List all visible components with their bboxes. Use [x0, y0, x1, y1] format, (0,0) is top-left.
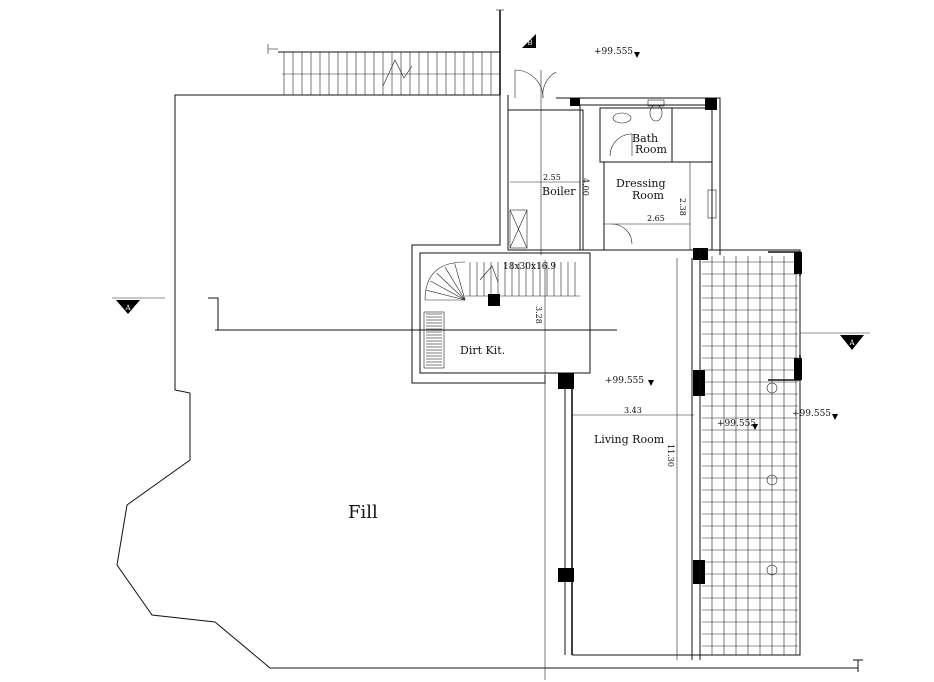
section-marker-right: A [800, 332, 870, 350]
doors [514, 69, 633, 245]
section-right-label: A [848, 339, 855, 347]
dim-dressing-height: 2.38 [678, 198, 687, 216]
terrace [699, 249, 802, 656]
dimension-labels: 2.55 4.00 2.65 2.38 18x30x16.9 3.28 3.43… [503, 173, 687, 467]
dirt-kitchen-label: Dirt Kit. [460, 344, 505, 357]
dim-boiler-width: 2.55 [543, 173, 561, 182]
dim-kitchen-height: 3.28 [534, 306, 543, 324]
boiler-label: Boiler [542, 185, 576, 198]
section-marker-top: B [522, 34, 536, 48]
section-marker-left: A [112, 297, 165, 314]
fill-label: Fill [348, 502, 378, 523]
dressing-room-label: Dressing Room [616, 177, 669, 202]
dim-boiler-height: 4.00 [581, 178, 590, 196]
boiler-room [507, 70, 584, 255]
dim-living-width: 3.43 [624, 406, 642, 415]
level-top: +99.555 [594, 47, 633, 57]
dirt-kitchen [419, 252, 591, 680]
dressing-room [603, 161, 717, 251]
outer-boundary [116, 94, 863, 672]
top-stair [267, 9, 504, 96]
level-terrace: +99.555 [717, 419, 756, 429]
level-markers: +99.555 +99.555 +99.555 +99.555 [594, 47, 838, 430]
level-right: +99.555 [792, 409, 831, 419]
living-room-label: Living Room [594, 433, 665, 446]
dim-living-height: 11.30 [666, 444, 675, 467]
living-room [558, 258, 705, 660]
level-living: +99.555 [605, 376, 644, 386]
room-labels: Bath Room Dressing Room Boiler Dirt Kit.… [348, 132, 669, 523]
section-left-label: A [124, 304, 131, 312]
dim-stair: 18x30x16.9 [503, 262, 556, 272]
dim-dressing-width: 2.65 [647, 214, 665, 223]
section-top-label: B [527, 39, 532, 47]
bath-room-label: Bath Room [632, 132, 668, 156]
